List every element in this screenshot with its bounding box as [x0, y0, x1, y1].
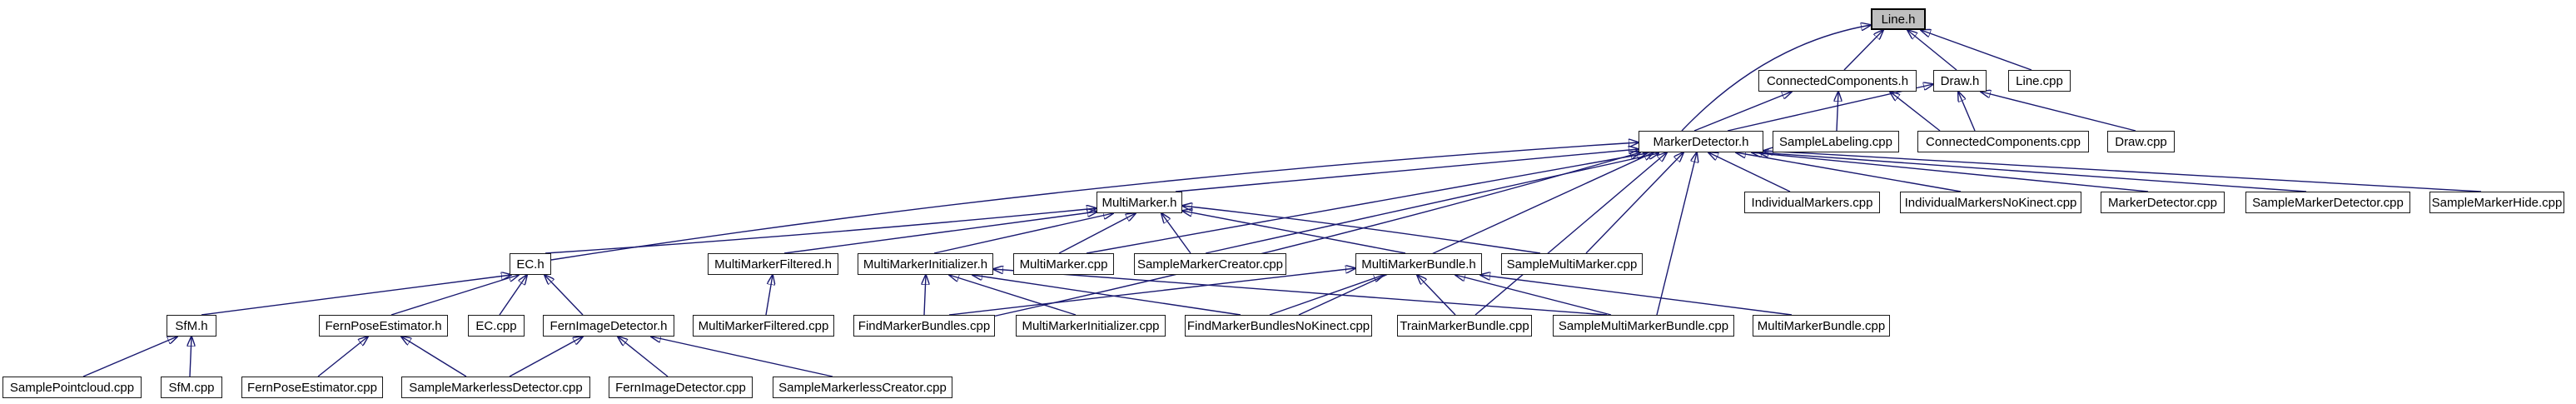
node-trainmarkerbundle-cpp[interactable]: TrainMarkerBundle.cpp: [1397, 315, 1532, 337]
node-ec-h[interactable]: EC.h: [510, 253, 551, 275]
edge-samplemultimarkerbundle-cpp-to-markerdetector-h: [1656, 152, 1697, 316]
edge-sfm-cpp-to-sfm-h: [190, 337, 191, 377]
edge-multimarkerbundle-h-to-multimarker-h: [1182, 211, 1406, 254]
edge-multimarkerinitializer-cpp-to-multimarkerinitializer-h: [949, 275, 1077, 316]
edge-markerdetector-h-to-draw-h: [1727, 84, 1933, 132]
edge-markerdetector-h-to-connectedcomponents-h: [1693, 92, 1792, 132]
edge-multimarker-cpp-to-markerdetector-h: [1086, 153, 1647, 254]
node-multimarkerinitializer-cpp[interactable]: MultiMarkerInitializer.cpp: [1016, 315, 1166, 337]
edge-samplelabeling-cpp-to-connectedcomponents-h: [1837, 92, 1838, 132]
edge-sfm-h-to-ec-h: [201, 275, 511, 316]
edge-multimarkerfiltered-h-to-multimarker-h: [783, 212, 1097, 254]
edge-samplemarkerlessdetector-cpp-to-fernposeestimator-h: [401, 337, 467, 377]
edge-samplepointcloud-cpp-to-sfm-h: [82, 337, 177, 377]
node-draw-cpp[interactable]: Draw.cpp: [2107, 131, 2175, 152]
edge-findmarkerbundlesnokinect-cpp-to-multimarkerinitializer-h: [972, 275, 1241, 316]
edge-fernposeestimator-cpp-to-fernposeestimator-h: [317, 337, 368, 377]
node-findmarkerbundles-cpp[interactable]: FindMarkerBundles.cpp: [853, 315, 995, 337]
node-samplemarkerlesscreator-cpp[interactable]: SampleMarkerlessCreator.cpp: [773, 377, 952, 398]
node-draw-h[interactable]: Draw.h: [1933, 70, 1987, 92]
edge-multimarker-cpp-to-multimarker-h: [1058, 213, 1136, 254]
edge-samplemultimarkerbundle-cpp-to-multimarkerbundle-h: [1455, 275, 1612, 316]
edge-ec-h-to-markerdetector-h: [550, 142, 1639, 261]
node-connectedcomponents-h[interactable]: ConnectedComponents.h: [1758, 70, 1917, 92]
node-multimarker-cpp[interactable]: MultiMarker.cpp: [1013, 253, 1114, 275]
node-findmarkerbundlesnokinect-cpp[interactable]: FindMarkerBundlesNoKinect.cpp: [1185, 315, 1372, 337]
node-multimarkerfiltered-cpp[interactable]: MultiMarkerFiltered.cpp: [693, 315, 834, 337]
node-samplemultimarkerbundle-cpp[interactable]: SampleMultiMarkerBundle.cpp: [1553, 315, 1734, 337]
edge-samplemultimarker-cpp-to-multimarker-h: [1182, 206, 1541, 254]
node-markerdetector-h[interactable]: MarkerDetector.h: [1639, 131, 1763, 152]
edge-trainmarkerbundle-cpp-to-multimarkerbundle-h: [1417, 275, 1456, 316]
edge-findmarkerbundles-cpp-to-multimarkerinitializer-h: [924, 275, 926, 316]
node-fernposeestimator-cpp[interactable]: FernPoseEstimator.cpp: [241, 377, 383, 398]
edge-multimarkerfiltered-cpp-to-multimarkerfiltered-h: [765, 275, 773, 316]
node-multimarkerfiltered-h[interactable]: MultiMarkerFiltered.h: [708, 253, 838, 275]
node-connectedcomponents-cpp[interactable]: ConnectedComponents.cpp: [1917, 131, 2089, 152]
node-fernimagedetector-cpp[interactable]: FernImageDetector.cpp: [609, 377, 753, 398]
node-samplelabeling-cpp[interactable]: SampleLabeling.cpp: [1773, 131, 1899, 152]
node-line-cpp[interactable]: Line.cpp: [2008, 70, 2071, 92]
edge-markerdetector-h-to-line-h: [1681, 25, 1871, 132]
node-samplepointcloud-cpp[interactable]: SamplePointcloud.cpp: [2, 377, 142, 398]
node-individualmarkersnokinect-cpp[interactable]: IndividualMarkersNoKinect.cpp: [1900, 192, 2081, 213]
node-ec-cpp[interactable]: EC.cpp: [468, 315, 525, 337]
node-fernimagedetector-h[interactable]: FernImageDetector.h: [543, 315, 674, 337]
node-multimarker-h[interactable]: MultiMarker.h: [1097, 192, 1182, 213]
edge-multimarkerinitializer-h-to-multimarker-h: [933, 213, 1113, 254]
node-markerdetector-cpp[interactable]: MarkerDetector.cpp: [2101, 192, 2225, 213]
node-multimarkerinitializer-h[interactable]: MultiMarkerInitializer.h: [858, 253, 993, 275]
edge-samplemarkerlessdetector-cpp-to-fernimagedetector-h: [509, 337, 583, 377]
edge-samplemarkerdetector-cpp-to-markerdetector-h: [1758, 152, 2307, 192]
node-samplemarkerdetector-cpp[interactable]: SampleMarkerDetector.cpp: [2245, 192, 2410, 213]
edge-individualmarkers-cpp-to-markerdetector-h: [1708, 152, 1791, 192]
edge-markerdetector-cpp-to-markerdetector-h: [1752, 152, 2149, 192]
node-line-h[interactable]: Line.h: [1871, 8, 1926, 30]
edge-draw-cpp-to-draw-h: [1981, 92, 2136, 132]
edge-samplemarkercreator-cpp-to-markerdetector-h: [1205, 153, 1658, 254]
node-samplemultimarker-cpp[interactable]: SampleMultiMarker.cpp: [1501, 253, 1643, 275]
edge-findmarkerbundlesnokinect-cpp-to-markerdetector-h: [1298, 152, 1654, 316]
edge-multimarkerbundle-cpp-to-multimarkerbundle-h: [1480, 275, 1793, 316]
edge-samplemarkerhide-cpp-to-markerdetector-h: [1763, 151, 2482, 192]
node-fernposeestimator-h[interactable]: FernPoseEstimator.h: [319, 315, 448, 337]
edge-fernimagedetector-cpp-to-fernimagedetector-h: [618, 337, 669, 377]
edge-individualmarkersnokinect-cpp-to-markerdetector-h: [1736, 152, 1962, 192]
edge-findmarkerbundlesnokinect-cpp-to-multimarkerbundle-h: [1269, 275, 1384, 316]
edge-fernimagedetector-h-to-ec-h: [545, 275, 584, 316]
node-sfm-cpp[interactable]: SfM.cpp: [161, 377, 222, 398]
edge-connectedcomponents-h-to-line-h: [1843, 30, 1883, 71]
edge-samplemultimarker-cpp-to-markerdetector-h: [1585, 152, 1683, 254]
edge-samplemultimarkerbundle-cpp-to-multimarkerinitializer-h: [993, 269, 1608, 316]
node-samplemarkercreator-cpp[interactable]: SampleMarkerCreator.cpp: [1134, 253, 1286, 275]
edge-line-cpp-to-line-h: [1921, 30, 2032, 71]
edge-draw-h-to-line-h: [1907, 30, 1957, 71]
edge-fernposeestimator-h-to-ec-h: [390, 275, 519, 316]
edge-connectedcomponents-cpp-to-connectedcomponents-h: [1890, 92, 1941, 132]
node-multimarkerbundle-cpp[interactable]: MultiMarkerBundle.cpp: [1753, 315, 1890, 337]
edge-ec-h-to-multimarker-h: [545, 208, 1097, 254]
edge-findmarkerbundles-cpp-to-multimarkerbundle-h: [948, 268, 1355, 316]
node-individualmarkers-cpp[interactable]: IndividualMarkers.cpp: [1744, 192, 1880, 213]
edge-samplemarkercreator-cpp-to-multimarker-h: [1161, 213, 1191, 254]
node-sfm-h[interactable]: SfM.h: [167, 315, 216, 337]
node-multimarkerbundle-h[interactable]: MultiMarkerBundle.h: [1355, 253, 1482, 275]
edge-multimarker-h-to-markerdetector-h: [1175, 149, 1639, 192]
node-samplemarkerhide-cpp[interactable]: SampleMarkerHide.cpp: [2429, 192, 2564, 213]
edge-ec-cpp-to-ec-h: [499, 275, 527, 316]
node-samplemarkerlessdetector-cpp[interactable]: SampleMarkerlessDetector.cpp: [401, 377, 590, 398]
edge-connectedcomponents-cpp-to-draw-h: [1958, 92, 1976, 132]
edge-samplemarkerlesscreator-cpp-to-fernimagedetector-h: [651, 337, 833, 377]
